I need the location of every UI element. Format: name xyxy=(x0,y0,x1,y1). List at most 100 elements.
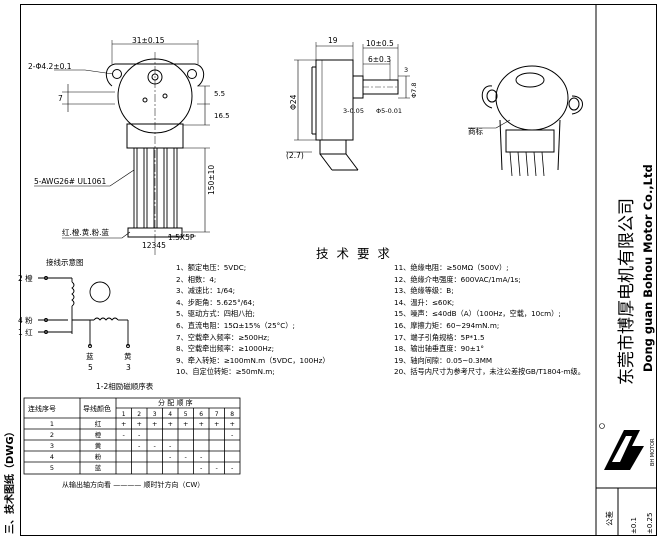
requirement-item: 16、摩擦力矩：60~294mN.m; xyxy=(394,320,500,330)
table-cell-polarity: + xyxy=(136,420,141,428)
table-cell-polarity: + xyxy=(214,420,219,428)
section-label: 三、技术图纸（DWG） xyxy=(3,426,16,534)
requirement-item: 10、自定位转矩：≥50mN.m; xyxy=(176,367,275,377)
requirement-item: 6、直流电阻：15Ω±15%（25°C）; xyxy=(176,320,295,330)
front-view xyxy=(34,40,210,255)
table-row-color: 粉 xyxy=(95,452,102,461)
dim-2-7: (2.7) xyxy=(286,151,304,160)
requirement-item: 19、轴向间隙：0.05~0.3MM xyxy=(394,355,493,365)
requirement-item: 12、绝缘介电强度：600VAC/1mA/1s; xyxy=(394,274,521,284)
table-cell-polarity: - xyxy=(200,453,203,461)
tolerance-header: 公差 xyxy=(604,511,614,526)
table-cell-polarity: - xyxy=(200,464,203,472)
table-cell-polarity: - xyxy=(216,464,219,472)
table-cell-polarity: - xyxy=(169,442,172,450)
table-cell-polarity: - xyxy=(123,431,126,439)
requirement-item: 7、空载牵入频率：≥500Hz; xyxy=(176,332,270,342)
table-header-no: 连线序号 xyxy=(28,404,56,413)
table-cell-polarity: - xyxy=(169,453,172,461)
dim-5-5: 5.5 xyxy=(214,90,225,98)
dim-3: 3 xyxy=(404,66,408,74)
isometric-view xyxy=(468,65,583,177)
direction-note: 从输出轴方向看 ———— 顺时针方向（CW） xyxy=(62,480,204,489)
table-cell-polarity: + xyxy=(152,420,157,428)
table-cell-polarity: - xyxy=(138,442,141,450)
dim-7: 7 xyxy=(58,94,63,103)
requirement-item: 18、输出轴垂直度：90±1° xyxy=(394,344,484,354)
requirement-item: 5、驱动方式：四相八拍; xyxy=(176,309,255,319)
table-cell-polarity: - xyxy=(138,431,141,439)
connector-spec: 1.5X5P xyxy=(168,233,195,242)
company-name-cn: 东莞市博厚电机有限公司 xyxy=(617,198,637,385)
nameplate-label: 商标 xyxy=(468,126,483,136)
dim-7-8: Φ7.8 xyxy=(410,83,418,98)
company-name-en: Dong guan Bohou Motor Co.,Ltd xyxy=(641,164,655,372)
requirement-item: 3、减速比：1/64; xyxy=(176,286,236,296)
requirements-title: 技 术 要 求 xyxy=(316,246,392,261)
dim-dia24: Φ24 xyxy=(289,94,298,110)
requirement-item: 17、端子引角规格：5P*1.5 xyxy=(394,332,485,342)
requirement-item: 15、噪声：≤40dB（A）（100Hz，空载，10cm）; xyxy=(394,309,561,319)
requirement-item: 14、温升：≤60K; xyxy=(394,297,455,307)
table-step-header: 3 xyxy=(153,411,157,418)
wire-label-blue: 蓝 xyxy=(86,351,94,361)
table-row-number: 2 xyxy=(50,431,54,439)
table-cell-polarity: - xyxy=(231,464,234,472)
wire-label-3: 3 xyxy=(126,363,131,372)
requirement-item: 13、绝缘等级：B; xyxy=(394,286,454,296)
sheet-border xyxy=(20,4,657,536)
requirement-item: 9、牵入转矩：≥100mN.m（5VDC，100Hz） xyxy=(176,355,330,365)
requirement-item: 2、相数：4; xyxy=(176,274,217,284)
table-step-header: 7 xyxy=(215,411,219,418)
wiring-title: 接线示意图 xyxy=(46,257,84,267)
table-step-header: 5 xyxy=(184,411,188,418)
table-row-color: 黄 xyxy=(95,441,102,450)
requirement-item: 20、括号内尺寸为参考尺寸，未注公差按GB/T1804-m级。 xyxy=(394,367,585,377)
sequence-table-grid xyxy=(23,397,241,475)
table-cell-polarity: - xyxy=(231,431,234,439)
table-step-header: 4 xyxy=(168,411,172,418)
wire-colors: 红.橙.黄.粉.蓝 xyxy=(62,227,110,237)
logo-text: BH MOTOR xyxy=(650,438,656,466)
table-header-color: 导线颜色 xyxy=(83,404,111,413)
table-cell-polarity: + xyxy=(198,420,203,428)
table-cell-polarity: + xyxy=(121,420,126,428)
bh-motor-logo xyxy=(599,423,644,470)
dim-shaft5: Φ5-0.01 xyxy=(376,107,402,115)
dim-lead-length: 150±10 xyxy=(207,165,216,195)
pin-numbers: 12345 xyxy=(142,241,166,250)
table-row-number: 4 xyxy=(50,453,54,461)
wire-label-orange: 2 橙 xyxy=(18,273,33,283)
dim-19: 19 xyxy=(328,36,338,45)
table-row-number: 3 xyxy=(50,442,54,450)
table-row-color: 橙 xyxy=(95,430,102,439)
dim-width: 31±0.15 xyxy=(132,36,165,45)
table-row-number: 5 xyxy=(50,464,54,472)
side-view xyxy=(286,42,410,171)
table-cell-polarity: - xyxy=(185,453,188,461)
wire-label-yellow: 黄 xyxy=(124,351,132,361)
requirement-item: 11、绝缘电阻：≥50MΩ（500V）; xyxy=(394,263,509,272)
table-step-header: 6 xyxy=(199,411,203,418)
table-header-sequence: 分 配 顺 序 xyxy=(158,398,193,407)
requirement-item: 4、步距角：5.625°/64; xyxy=(176,297,255,307)
table-cell-polarity: + xyxy=(167,420,172,428)
requirement-item: 8、空载牵出频率：≥1000Hz; xyxy=(176,344,274,354)
wiring-schematic xyxy=(38,276,130,348)
dim-6: 6±0.3 xyxy=(368,55,391,64)
wire-label-pink: 4 粉 xyxy=(18,315,33,325)
sequence-table-title: 1-2相励磁顺序表 xyxy=(96,381,154,391)
requirement-item: 1、额定电压：5VDC; xyxy=(176,263,247,272)
requirements-list-right: 11、绝缘电阻：≥50MΩ（500V）; 12、绝缘介电强度：600VAC/1mA… xyxy=(394,262,585,378)
dim-shaft3: 3-0.05 xyxy=(343,107,364,115)
table-step-header: 1 xyxy=(122,411,126,418)
wire-spec: 5-AWG26# UL1061 xyxy=(34,177,106,186)
table-step-header: 8 xyxy=(230,411,234,418)
dim-hole: 2-Φ4.2±0.1 xyxy=(28,62,72,71)
tolerance-value-1: ±0.1 xyxy=(630,517,638,534)
table-cell-polarity: + xyxy=(183,420,188,428)
wire-label-5: 5 xyxy=(88,363,93,372)
